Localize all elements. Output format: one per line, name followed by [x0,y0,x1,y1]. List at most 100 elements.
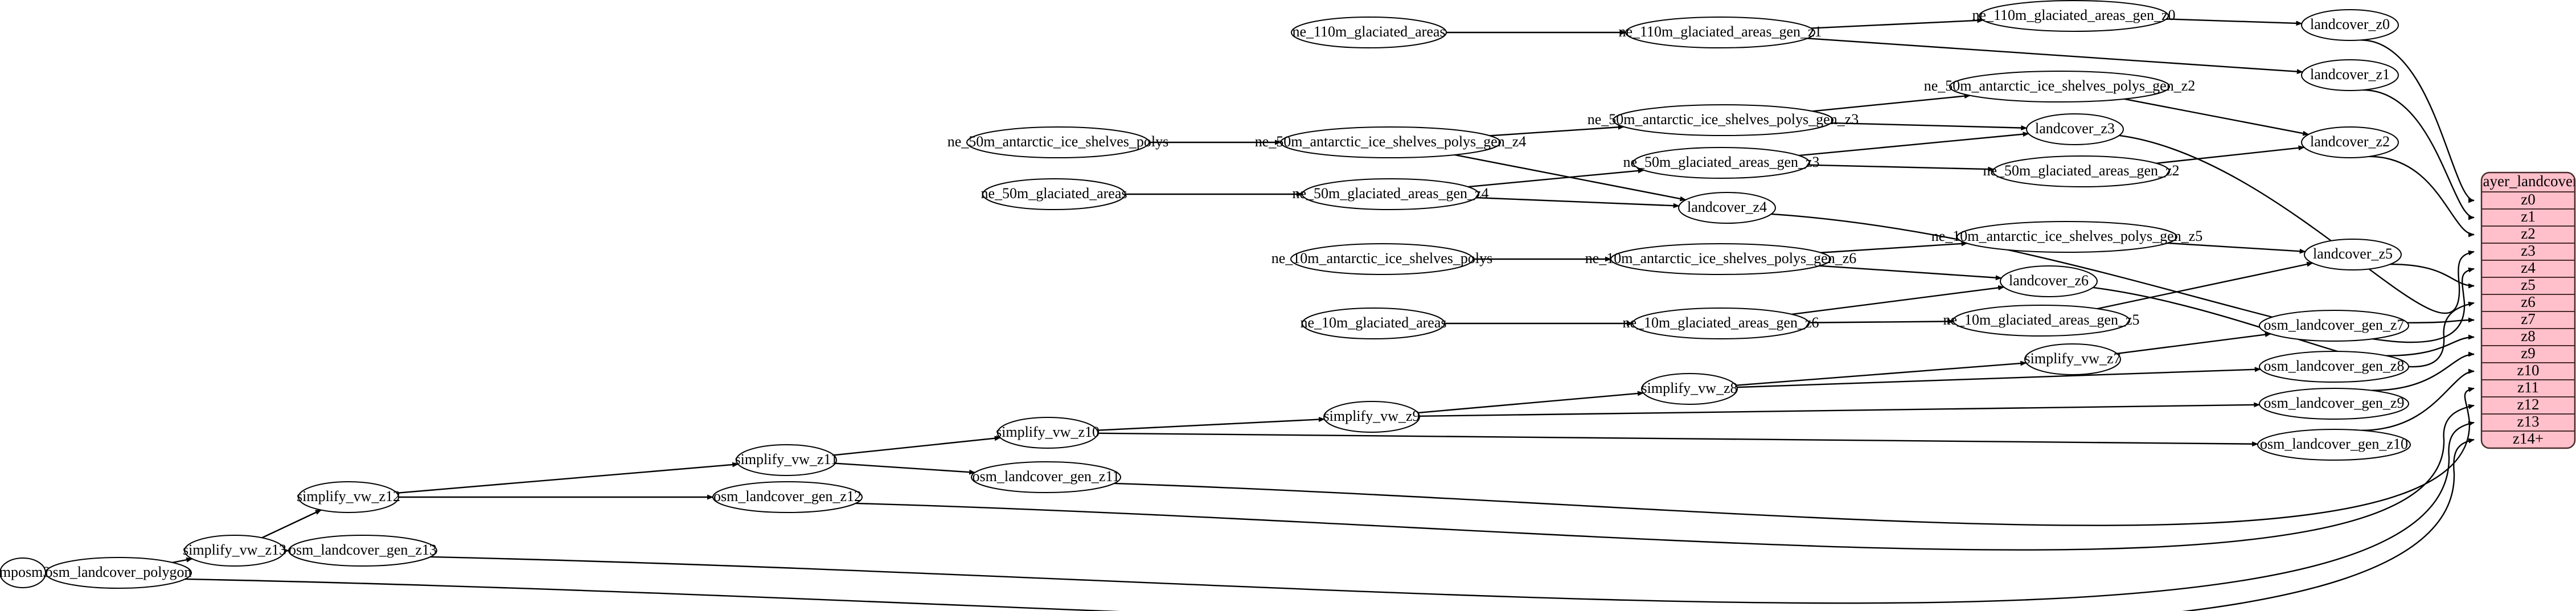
graph-node-ne_50m_antarctic_ice_shelves_polys_gen_z2[interactable]: ne_50m_antarctic_ice_shelves_polys_gen_z… [1924,71,2196,102]
graph-node-simplify_vw_z7[interactable]: simplify_vw_z7 [2024,343,2121,375]
node-ellipse [1992,155,2170,187]
layer-landcover-table[interactable]: layer_landcoverz0z1z2z3z4z5z6z7z8z9z10z1… [2479,171,2576,449]
graph-node-simplify_vw_z13[interactable]: simplify_vw_z13 [183,535,286,567]
graph-node-simplify_vw_z10[interactable]: simplify_vw_z10 [996,417,1100,449]
graph-node-landcover_z4[interactable]: landcover_z4 [1678,192,1776,224]
graph-node-landcover_z3[interactable]: landcover_z3 [2026,113,2124,145]
node-ellipse [1979,0,2169,32]
node-label: osm_landcover_gen_z8 [2264,358,2405,374]
table-row-label-z6: z6 [2521,293,2535,310]
graph-node-ne_10m_antarctic_ice_shelves_polys_gen_z5[interactable]: ne_10m_antarctic_ice_shelves_polys_gen_z… [1931,221,2203,253]
graph-node-ne_10m_glaciated_areas_gen_z6[interactable]: ne_10m_glaciated_areas_gen_z6 [1622,307,1819,339]
table-edge-landcover_z0--z0 [2360,39,2475,203]
node-label: ne_50m_glaciated_areas_gen_z4 [1292,185,1488,202]
table-row-z12[interactable] [2481,396,2575,415]
node-ellipse [2026,113,2124,145]
node-ellipse [2301,59,2399,91]
node-label: osm_landcover_gen_z10 [2260,436,2408,452]
graph-node-ne_50m_antarctic_ice_shelves_polys_gen_z3[interactable]: ne_50m_antarctic_ice_shelves_polys_gen_z… [1588,104,1859,136]
graph-node-osm_landcover_gen_z8[interactable]: osm_landcover_gen_z8 [2259,351,2409,383]
table-edge-landcover_z3--z3 [2119,134,2475,314]
graph-node-osm_landcover_gen_z11[interactable]: osm_landcover_gen_z11 [971,461,1121,493]
node-label: ne_10m_antarctic_ice_shelves_polys_gen_z… [1585,250,1857,266]
table-edge-landcover_z6--z6 [2093,286,2475,368]
table-row-label-z3: z3 [2521,242,2535,259]
node-label: landcover_z4 [1687,199,1767,215]
graph-node-osm_landcover_gen_z12[interactable]: osm_landcover_gen_z12 [712,481,863,513]
table-edge-osm_landcover_gen_z12--z12 [855,404,2475,551]
graph-edge-ne_50m_antarctic_ice_shelves_polys_gen_z3--ne_50m_antarctic_ice_shelves_polys_gen_z2 [1812,93,1971,112]
node-label: simplify_vw_z11 [735,451,838,468]
graph-node-ne_10m_glaciated_areas[interactable]: ne_10m_glaciated_areas [1301,307,1447,339]
graph-edge-ne_110m_glaciated_areas_gen_z1--landcover_z1 [1807,38,2303,75]
node-ellipse [288,535,437,567]
graph-node-osm_landcover_gen_z7[interactable]: osm_landcover_gen_z7 [2259,310,2409,342]
table-row-z5[interactable] [2481,277,2575,295]
table-row-label-z12: z12 [2517,396,2540,413]
node-ellipse [1956,221,2177,253]
node-label: osm_landcover_gen_z13 [289,542,437,558]
graph-node-landcover_z2[interactable]: landcover_z2 [2301,126,2399,158]
graph-node-landcover_z6[interactable]: landcover_z6 [2000,265,2098,297]
graph-edge-simplify_vw_z12--simplify_vw_z11 [396,462,739,494]
graph-edge-ne_50m_glaciated_areas_gen_z2--landcover_z2 [2156,145,2305,164]
node-ellipse [1952,305,2130,337]
node-label: ne_50m_glaciated_areas [981,185,1127,202]
graph-node-ne_50m_glaciated_areas_gen_z3[interactable]: ne_50m_glaciated_areas_gen_z3 [1623,147,1820,179]
graph-node-ne_10m_glaciated_areas_gen_z5[interactable]: ne_10m_glaciated_areas_gen_z5 [1943,305,2140,337]
graph-node-simplify_vw_z8[interactable]: simplify_vw_z8 [1641,373,1738,405]
graph-edge-simplify_vw_z13--simplify_vw_z12 [261,509,322,539]
graph-node-simplify_vw_z12[interactable]: simplify_vw_z12 [297,481,400,513]
node-ellipse [1625,17,1815,48]
node-label: simplify_vw_z7 [2025,350,2121,367]
graph-node-osm_landcover_gen_z9[interactable]: osm_landcover_gen_z9 [2259,388,2409,420]
node-label: landcover_z1 [2310,66,2390,83]
graph-node-simplify_vw_z9[interactable]: simplify_vw_z9 [1323,401,1420,433]
table-outline [2480,171,2576,449]
graph-node-landcover_z1[interactable]: landcover_z1 [2301,59,2399,91]
graph-node-landcover_z0[interactable]: landcover_z0 [2301,9,2399,41]
graph-edge-ne_10m_antarctic_ice_shelves_polys_gen_z5--landcover_z5 [2167,242,2306,254]
graph-node-osm_landcover_polygon[interactable]: osm_landcover_polygon [45,557,192,589]
graph-node-ne_110m_glaciated_areas_gen_z0[interactable]: ne_110m_glaciated_areas_gen_z0 [1972,0,2176,32]
graph-edge-ne_50m_antarctic_ice_shelves_polys_gen_z2--landcover_z2 [2124,98,2310,136]
table-row-z3[interactable] [2481,243,2575,261]
graph-node-ne_10m_antarctic_ice_shelves_polys[interactable]: ne_10m_antarctic_ice_shelves_polys [1271,243,1492,275]
node-label: osm_landcover_gen_z12 [713,488,862,505]
node-label: ne_110m_glaciated_areas [1292,23,1445,40]
node-ellipse [1280,126,1501,158]
graph-node-simplify_vw_z11[interactable]: simplify_vw_z11 [735,444,838,476]
graph-edge-ne_110m_glaciated_areas_gen_z0--landcover_z0 [2166,18,2303,26]
graph-node-ne_10m_antarctic_ice_shelves_polys_gen_z6[interactable]: ne_10m_antarctic_ice_shelves_polys_gen_z… [1585,243,1857,275]
node-ellipse [1302,307,1445,339]
graph-node-ne_50m_glaciated_areas_gen_z4[interactable]: ne_50m_glaciated_areas_gen_z4 [1292,178,1489,210]
graph-node-ne_50m_antarctic_ice_shelves_polys_gen_z4[interactable]: ne_50m_antarctic_ice_shelves_polys_gen_z… [1255,126,1527,158]
node-ellipse [1610,243,1831,275]
node-ellipse [2304,239,2402,270]
graph-node-ne_50m_glaciated_areas[interactable]: ne_50m_glaciated_areas [981,178,1127,210]
graph-node-ne_50m_antarctic_ice_shelves_polys[interactable]: ne_50m_antarctic_ice_shelves_polys [947,126,1168,158]
node-ellipse [1291,17,1447,48]
node-label: simplify_vw_z12 [297,488,400,505]
node-label: ne_50m_antarctic_ice_shelves_polys_gen_z… [1588,111,1859,128]
node-label: ne_110m_glaciated_areas_gen_z1 [1618,23,1822,40]
graph-node-osm_landcover_gen_z10[interactable]: osm_landcover_gen_z10 [2257,429,2411,461]
graph-edge-ne_10m_glaciated_areas_gen_z6--landcover_z6 [1791,285,2005,315]
table-row-z14+[interactable] [2481,430,2575,448]
edges-layer [44,18,2314,576]
graph-node-ne_50m_glaciated_areas_gen_z2[interactable]: ne_50m_glaciated_areas_gen_z2 [1983,155,2180,187]
node-label: simplify_vw_z13 [183,542,286,558]
graph-edge-ne_50m_glaciated_areas_gen_z4--ne_50m_glaciated_areas_gen_z3 [1468,168,1644,188]
node-label: simplify_vw_z8 [1642,380,1738,396]
graph-node-ne_110m_glaciated_areas[interactable]: ne_110m_glaciated_areas [1291,17,1447,48]
graph-node-imposm3[interactable]: imposm3 [0,557,50,588]
graph-node-landcover_z5[interactable]: landcover_z5 [2304,239,2402,270]
graph-node-ne_110m_glaciated_areas_gen_z1[interactable]: ne_110m_glaciated_areas_gen_z1 [1618,17,1822,48]
graph-edge-simplify_vw_z8--osm_landcover_gen_z8 [1737,367,2261,388]
node-ellipse [982,178,1126,210]
node-ellipse [1302,178,1479,210]
node-label: simplify_vw_z10 [996,424,1100,440]
graph-node-osm_landcover_gen_z13[interactable]: osm_landcover_gen_z13 [288,535,437,567]
graph-edge-simplify_vw_z9--simplify_vw_z8 [1417,391,1644,414]
